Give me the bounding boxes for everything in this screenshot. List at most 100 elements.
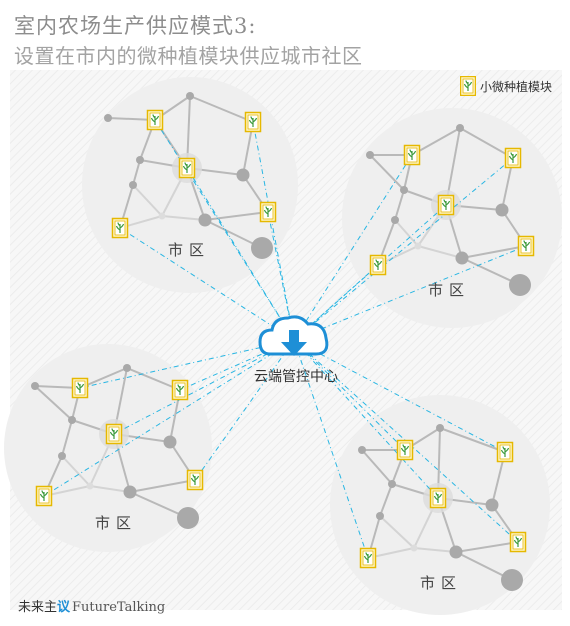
network-node: [449, 545, 463, 559]
network-edge: [369, 154, 405, 191]
planting-module: [146, 109, 164, 131]
module-legend-icon: [459, 76, 476, 96]
network-edge: [417, 245, 463, 259]
network-node: [129, 181, 137, 189]
cloud-center-label: 云端管控中心: [254, 369, 338, 385]
network-node: [236, 168, 250, 182]
planting-module: [35, 485, 53, 507]
network-node: [400, 186, 408, 194]
cloud-link: [79, 339, 295, 389]
network-edge: [189, 95, 254, 123]
legend: 小微种植模块: [459, 76, 552, 96]
cloud-links: [43, 119, 527, 559]
network-node: [104, 114, 112, 122]
brand-cn-a: 未来主: [18, 600, 58, 615]
network-node: [186, 92, 194, 100]
cloud-link: [252, 121, 295, 341]
network-edge: [129, 479, 196, 493]
page-subtitle: 设置在市内的微种植模块供应城市社区: [14, 44, 363, 68]
planting-module: [517, 235, 535, 257]
network-node-large: [509, 274, 531, 296]
district-label-4: 市区: [420, 574, 462, 592]
network-node: [376, 512, 384, 520]
network-node: [123, 364, 131, 372]
network-node: [366, 151, 374, 159]
network-edge: [461, 245, 527, 259]
brand-en: FutureTalking: [72, 600, 166, 615]
network-node: [123, 485, 137, 499]
planting-module: [403, 144, 421, 166]
network-node: [414, 242, 422, 250]
network-edge: [394, 189, 405, 221]
network-node: [388, 480, 396, 488]
download-arrow-icon: [281, 330, 307, 356]
network-edge: [379, 483, 393, 517]
network-node: [68, 416, 76, 424]
planting-module: [186, 469, 204, 491]
cloud-link: [293, 339, 406, 451]
network-node-large: [501, 569, 523, 591]
network-node: [436, 424, 444, 432]
planting-module: [71, 377, 89, 399]
planting-module: [111, 217, 129, 239]
planting-module: [359, 547, 377, 569]
network-node: [86, 482, 94, 490]
cloud-link: [194, 339, 295, 481]
planting-module: [244, 111, 262, 133]
cloud-link: [293, 339, 506, 453]
network-node: [163, 435, 177, 449]
network-node: [198, 213, 212, 227]
network-edge: [394, 219, 419, 247]
network-edge: [361, 449, 393, 485]
planting-module: [369, 254, 387, 276]
network-node-large: [251, 237, 273, 259]
cloud-link: [113, 339, 295, 435]
network-edge: [459, 127, 514, 159]
network-edge: [439, 427, 506, 453]
network-edge: [61, 419, 73, 457]
planting-module: [437, 194, 455, 216]
cloud-control-center: [258, 315, 329, 356]
module-markers: [35, 109, 535, 569]
network-node-large: [177, 507, 199, 529]
network-node: [410, 544, 418, 552]
cloud-link: [293, 339, 369, 559]
cloud-link: [293, 204, 447, 341]
district-label-2: 市区: [428, 281, 470, 299]
network-node: [495, 203, 509, 217]
network-edge: [132, 159, 141, 186]
network-node: [455, 251, 469, 265]
network-edge: [379, 515, 415, 549]
planting-module: [396, 439, 414, 461]
cloud-link: [119, 227, 295, 341]
planting-module: [509, 531, 527, 553]
network-edge: [126, 367, 181, 391]
planting-module: [429, 487, 447, 509]
network-node: [136, 156, 144, 164]
cloud-link: [293, 245, 527, 341]
network-edge: [413, 547, 457, 553]
cloud-link: [179, 339, 295, 391]
network-node: [31, 382, 39, 390]
page-title: 室内农场生产供应模式3:: [14, 14, 257, 38]
network-edge: [455, 541, 519, 553]
cloud-link: [293, 154, 413, 341]
brand-cn-b: 议: [57, 600, 71, 615]
cloud-link: [293, 339, 519, 543]
planting-module: [504, 147, 522, 169]
network-edge: [89, 485, 131, 493]
network-node: [391, 216, 399, 224]
planting-module: [496, 441, 514, 463]
network-edge: [34, 385, 73, 421]
network-node: [158, 212, 166, 220]
network-edge: [161, 215, 206, 221]
network-edge: [204, 211, 269, 221]
planting-module: [171, 379, 189, 401]
district-label-3: 市区: [95, 514, 137, 532]
network-edge: [132, 184, 163, 217]
network-edge: [61, 455, 91, 487]
network-node: [456, 124, 464, 132]
cloud-link: [186, 167, 295, 341]
